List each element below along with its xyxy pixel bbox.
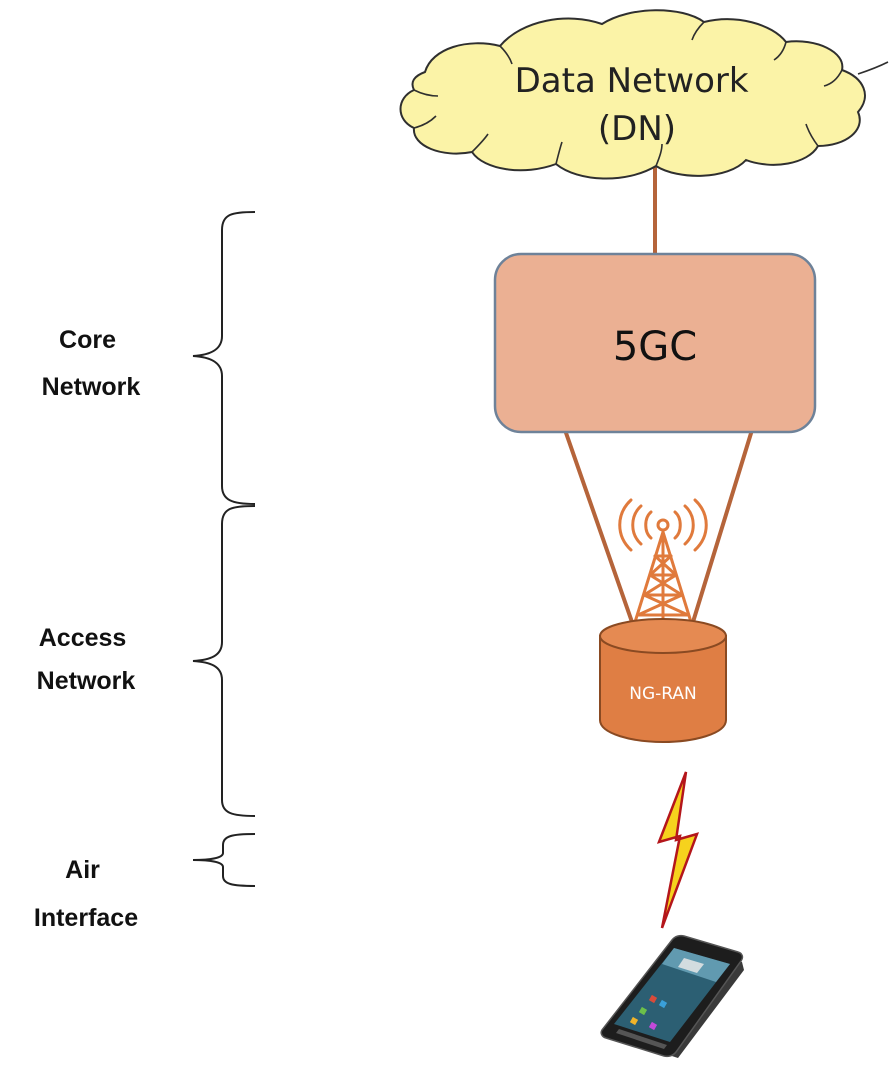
- label-core-line2: Network: [42, 373, 141, 401]
- label-air-line1: Air: [65, 856, 100, 884]
- core-5gc-label: 5GC: [613, 324, 697, 370]
- label-access-line2: Network: [37, 667, 136, 695]
- label-access: Access Network: [37, 624, 136, 695]
- link-5gc-ran-left: [563, 428, 634, 624]
- smartphone-icon: [600, 934, 744, 1058]
- cloud-icon: [399, 9, 889, 180]
- dn-label-line2: (DN): [598, 109, 676, 149]
- dn-label: Data Network (DN): [515, 61, 760, 149]
- label-air-line2: Interface: [34, 904, 138, 932]
- brace-air-interface: [192, 833, 256, 887]
- ng-ran-label: NG-RAN: [629, 684, 697, 704]
- label-air: Air Interface: [34, 856, 138, 932]
- ng-ran-cylinder: [599, 618, 727, 744]
- label-core-line1: Core: [59, 326, 116, 354]
- dn-label-line1: Data Network: [515, 61, 749, 101]
- core-5gc-box: [493, 252, 817, 434]
- brace-access-network: [192, 505, 256, 817]
- lightning-bolt-icon: [656, 771, 700, 929]
- link-5gc-ran-right: [691, 428, 754, 624]
- label-core: Core Network: [42, 326, 141, 401]
- antenna-tower-icon: [618, 498, 708, 624]
- brace-core-network: [192, 211, 256, 505]
- label-access-line1: Access: [39, 624, 127, 652]
